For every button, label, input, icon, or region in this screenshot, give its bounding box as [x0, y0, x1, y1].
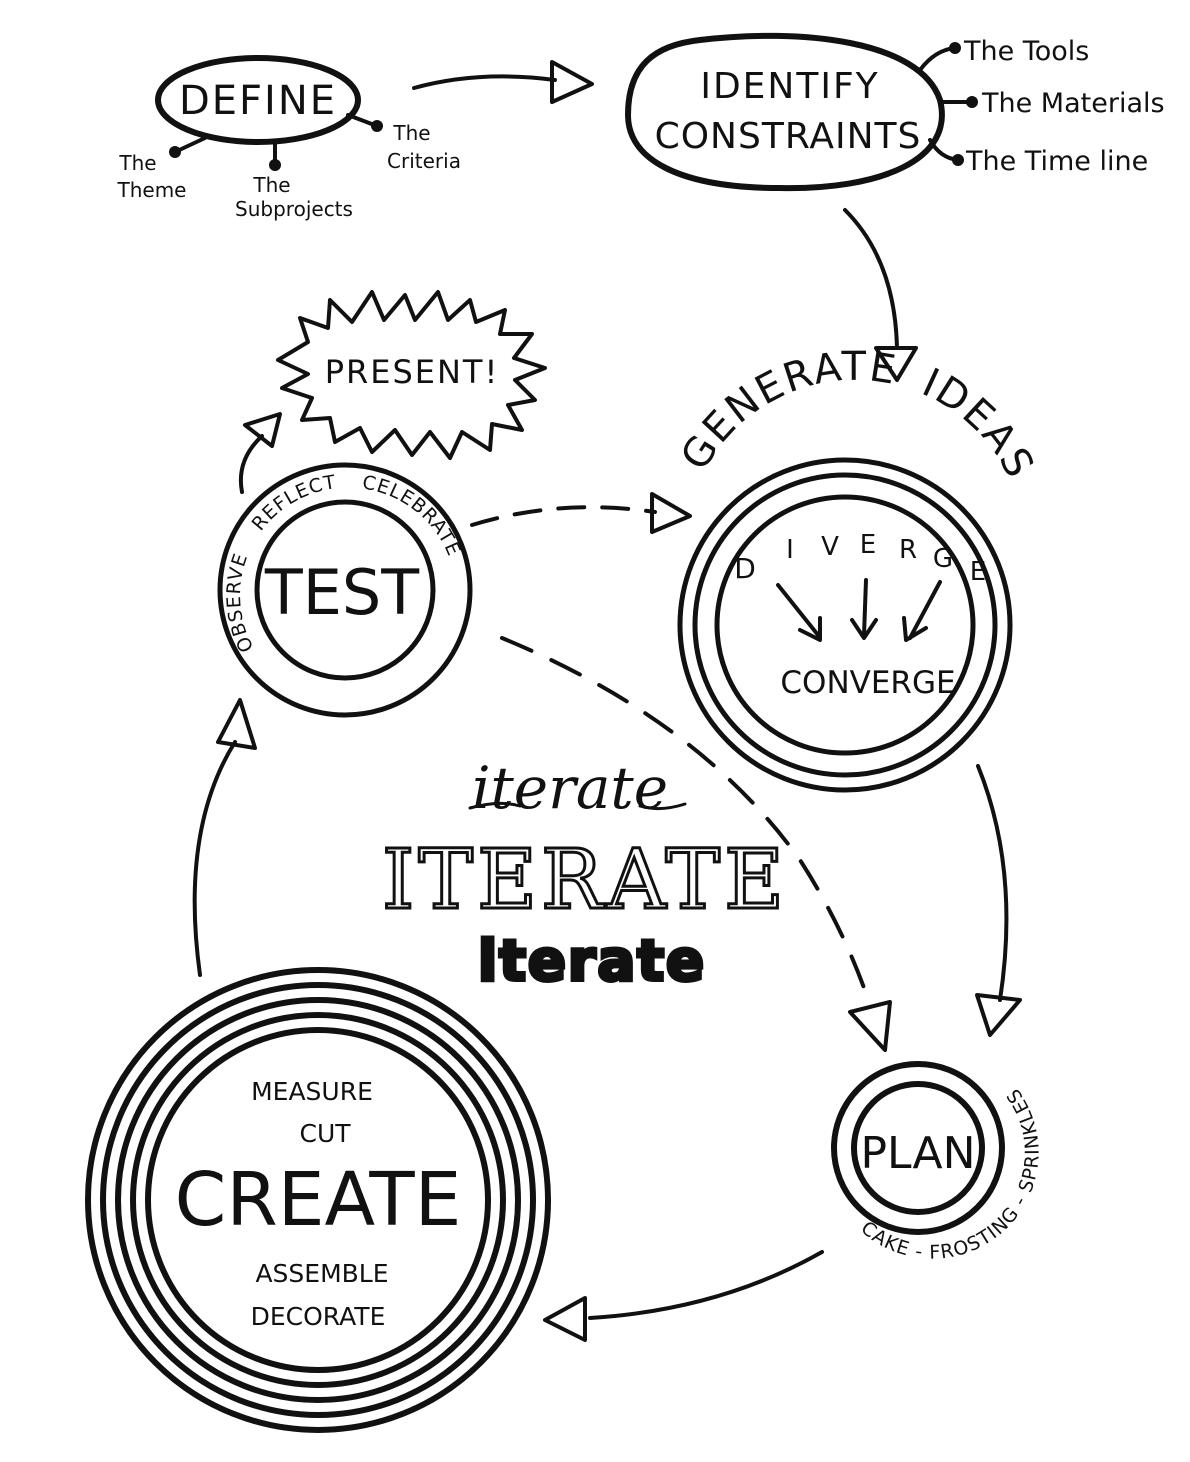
- iterate-script-swash-left: [468, 801, 522, 810]
- arrow-test-to-present: [238, 412, 282, 494]
- present-node: PRESENT!: [276, 290, 547, 460]
- plan-label: PLAN: [860, 1128, 975, 1179]
- constraints-branch-dot-tools: [949, 42, 961, 54]
- constraints-title-line1: IDENTIFY: [700, 66, 879, 107]
- diverge-letter-1: I: [786, 535, 794, 565]
- create-step-measure: MEASURE: [251, 1077, 373, 1106]
- constraints-branch-dot-materials: [966, 96, 978, 108]
- create-ring-2: [100, 982, 536, 1418]
- iterate-script: iterate: [472, 754, 668, 822]
- converge-label: CONVERGE: [780, 665, 955, 701]
- plan-outer-ring: [831, 1061, 1005, 1235]
- arrow-test-to-plan-dashed: [500, 636, 892, 1052]
- constraints-branch-tools: The Tools: [963, 36, 1089, 67]
- arrow-plan-to-create: [543, 1250, 824, 1342]
- arrow-ideas-to-plan: [975, 764, 1022, 1037]
- test-outer-ring: [217, 462, 473, 718]
- create-step-cut: CUT: [299, 1119, 351, 1148]
- create-step-assemble: ASSEMBLE: [255, 1259, 388, 1288]
- svg-text:IDEAS: IDEAS: [916, 360, 1043, 487]
- constraints-branch-materials: The Materials: [981, 88, 1165, 119]
- define-branch-dot-criteria: [371, 120, 383, 132]
- constraints-node: IDENTIFY CONSTRAINTS The Tools The Mater…: [625, 32, 1165, 192]
- constraints-bubble: [625, 32, 945, 192]
- create-label: CREATE: [175, 1157, 462, 1243]
- svg-text:GENERATE: GENERATE: [672, 344, 900, 478]
- define-branch-subprojects-l1: The: [252, 173, 290, 197]
- diverge-letter-3: E: [860, 530, 876, 560]
- arrow-create-to-test: [192, 698, 257, 977]
- present-label: PRESENT!: [325, 353, 500, 391]
- create-ring-3: [115, 997, 521, 1403]
- define-branch-subprojects-l2: Subprojects: [235, 197, 353, 221]
- test-label: TEST: [264, 556, 420, 629]
- arrow-constraints-to-ideas: [843, 208, 918, 382]
- iterate-caps: ITERATE: [382, 833, 788, 928]
- define-title: DEFINE: [179, 78, 337, 124]
- ideas-inner-ring: [714, 494, 976, 756]
- constraints-title-line2: CONSTRAINTS: [655, 116, 922, 157]
- present-starburst: [276, 290, 547, 460]
- diverge-letter-0: D: [734, 552, 756, 585]
- diverge-letter-2: V: [821, 532, 839, 562]
- iterate-bubble: iterate: [478, 929, 706, 994]
- iterate-script-swash-right: [638, 802, 687, 811]
- define-branch-criteria-l1: The: [392, 121, 430, 145]
- iterate-center: iterate ITERATE iterate: [381, 754, 788, 996]
- create-ring-1: [85, 967, 551, 1433]
- ideas-arc-right: IDEAS: [916, 360, 1041, 487]
- plan-inner-ring: [851, 1081, 985, 1215]
- ideas-node: GENERATE IDEAS D I V E R G E CONVERGE: [672, 344, 1043, 793]
- arrow-define-to-constraints: [412, 60, 594, 104]
- define-branch-theme-l2: Theme: [117, 178, 187, 202]
- define-branch-theme-l1: The: [118, 151, 156, 175]
- constraints-branch-dot-timeline: [952, 154, 964, 166]
- diverge-letter-4: R: [899, 535, 917, 565]
- diverge-letter-5: G: [933, 544, 953, 574]
- define-bubble: [155, 55, 361, 145]
- create-step-decorate: DECORATE: [251, 1302, 386, 1331]
- ideas-middle-ring: [692, 472, 998, 778]
- test-inner-ring: [254, 499, 436, 681]
- create-ring-4: [130, 1012, 506, 1388]
- define-branch-dot-theme: [169, 146, 181, 158]
- define-branch-dot-subprojects: [269, 159, 281, 171]
- diverge-letter-6: E: [970, 557, 986, 587]
- ideas-outer-ring: [677, 457, 1013, 793]
- converge-arrows: [776, 578, 942, 642]
- define-branch-criteria-l2: Criteria: [387, 149, 461, 173]
- create-ring-5: [145, 1027, 491, 1373]
- constraints-branch-line-tools: [918, 46, 957, 72]
- define-node: DEFINE The Theme The Subprojects The Cri…: [117, 55, 461, 221]
- create-node: MEASURE CUT CREATE ASSEMBLE DECORATE: [85, 967, 551, 1433]
- ideas-arc-left: GENERATE: [672, 344, 898, 478]
- test-node: TEST OBSERVE REFLECT CELEBRATE: [217, 462, 473, 718]
- plan-node: PLAN CAKE - FROSTING - SPRINKLES: [831, 1061, 1043, 1264]
- constraints-branch-timeline: The Time line: [965, 146, 1148, 177]
- arrow-test-to-ideas-dashed: [470, 492, 692, 534]
